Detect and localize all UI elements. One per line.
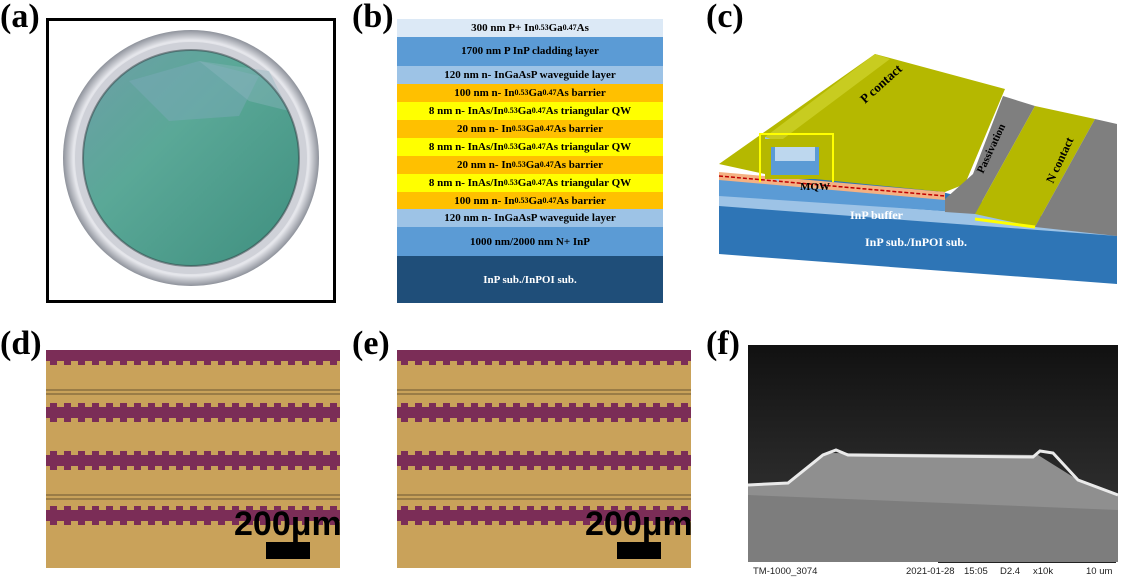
panel-label-c: (c) xyxy=(706,0,744,35)
mqw-label: MQW xyxy=(800,181,830,193)
sem-id: TM-1000_3074 xyxy=(753,566,818,577)
device-schematic: P contact Passivation N contact MQW InP … xyxy=(705,14,1125,304)
micrograph-e-image xyxy=(397,350,691,568)
sem-mag: x10k xyxy=(1033,566,1054,577)
layer-12: InP sub./InPOI sub. xyxy=(397,256,663,303)
wafer-photo xyxy=(46,18,336,303)
wafer-image xyxy=(63,30,319,286)
sem-scale-line xyxy=(938,562,1116,563)
micrograph-d: 200μm xyxy=(46,350,342,568)
panel-label-b: (b) xyxy=(352,0,394,35)
layer-11: 1000 nm/2000 nm N+ InP xyxy=(397,227,663,257)
sem-mode: D2.4 xyxy=(1000,566,1021,577)
panel-label-d: (d) xyxy=(0,325,42,362)
scale-label-d: 200μm xyxy=(234,505,342,543)
scale-bar-d xyxy=(266,542,310,559)
micrograph-e: 200μm xyxy=(397,350,693,568)
substrate-label: InP sub./InPOI sub. xyxy=(865,235,967,249)
sem-cross-section xyxy=(747,345,1119,562)
layer-10: 120 nm n- InGaAsP waveguide layer xyxy=(397,209,663,228)
layer-1: 1700 nm P InP cladding layer xyxy=(397,36,663,66)
panel-label-f: (f) xyxy=(706,325,740,362)
scale-label-e: 200μm xyxy=(585,505,693,543)
sem-date: 2021-01-28 xyxy=(906,566,955,577)
layer-2: 120 nm n- InGaAsP waveguide layer xyxy=(397,65,663,84)
device-3d-drawing: P contact Passivation N contact MQW InP … xyxy=(718,54,1117,284)
buffer-label: InP buffer xyxy=(850,208,904,222)
sem-info-bar: TM-1000_3074 2021-01-28 15:05 D2.4 x10k … xyxy=(748,562,1118,580)
panel-label-e: (e) xyxy=(352,325,390,362)
micrograph-d-image xyxy=(46,350,340,568)
substrate-front xyxy=(719,204,1117,284)
scale-bar-e xyxy=(617,542,661,559)
sem-image: TM-1000_3074 2021-01-28 15:05 D2.4 x10k … xyxy=(747,345,1119,580)
panel-label-a: (a) xyxy=(0,0,40,35)
sem-scale: 10 um xyxy=(1086,566,1113,577)
sem-time: 15:05 xyxy=(964,566,988,577)
